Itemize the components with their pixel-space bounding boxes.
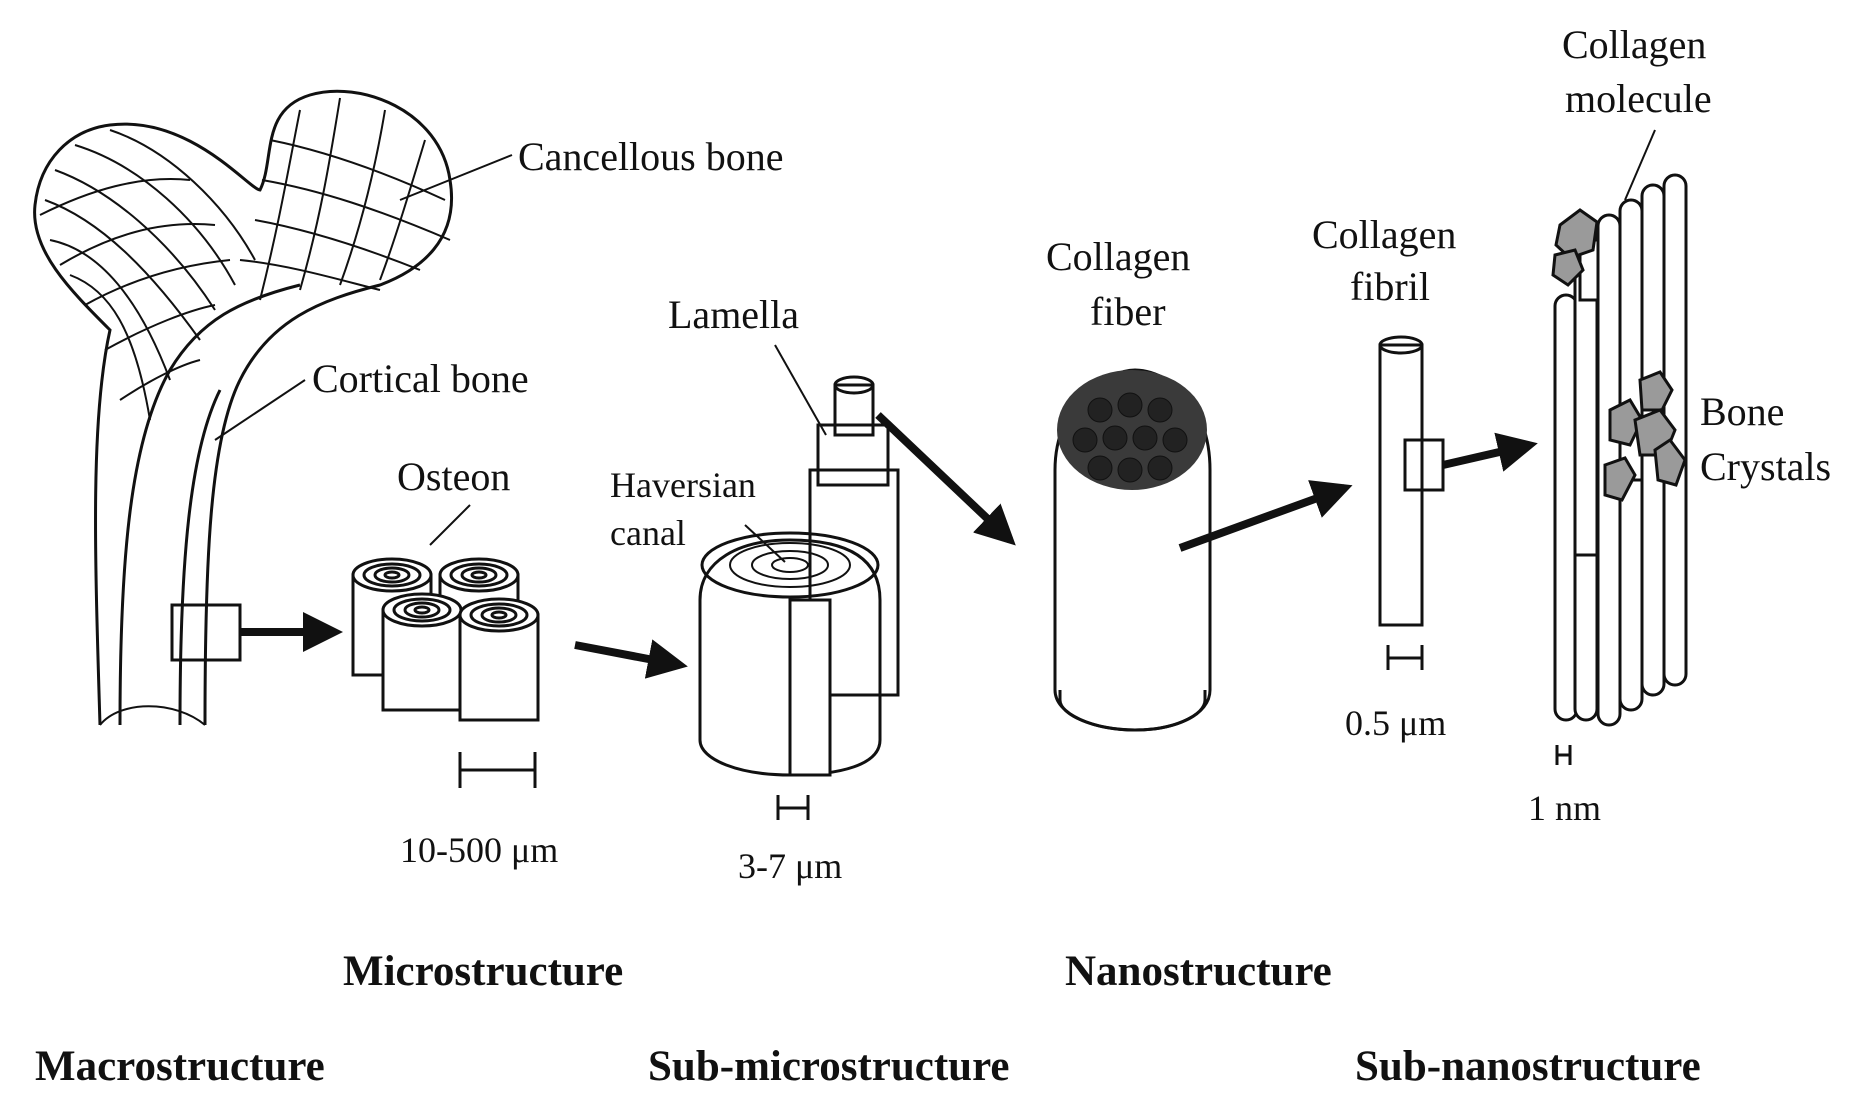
level-sub-nanostructure: Sub-nanostructure (1355, 1043, 1701, 1090)
scale-bar-fibril (1386, 645, 1424, 670)
scale-bar-molecule (1555, 745, 1572, 765)
label-collagen-fiber-2: fiber (1090, 289, 1166, 334)
scale-label-molecule: 1 nm (1528, 788, 1601, 828)
label-cancellous-bone: Cancellous bone (518, 134, 784, 179)
level-sub-microstructure: Sub-microstructure (648, 1043, 1010, 1090)
arrow-osteon-to-lamella (574, 639, 688, 679)
level-nanostructure: Nanostructure (1065, 948, 1332, 995)
scale-label-lamella: 3-7 μm (738, 846, 842, 886)
label-bone-crystals-1: Bone (1700, 389, 1784, 434)
scale-bar-lamella (776, 795, 810, 820)
label-lamella: Lamella (668, 292, 799, 337)
label-collagen-fibril-1: Collagen (1312, 212, 1456, 257)
bone-crystals (1551, 208, 1687, 502)
leader-cortical (214, 379, 306, 441)
arrow-lamella-to-fiber (875, 412, 1016, 546)
leader-lamella (774, 344, 827, 436)
label-osteon: Osteon (397, 454, 510, 499)
leader-molecule (1624, 129, 1656, 201)
label-haversian-canal-2: canal (610, 513, 686, 553)
label-haversian-canal-1: Haversian (610, 465, 756, 505)
femur-illustration (33, 89, 453, 726)
label-collagen-fibril-2: fibril (1350, 264, 1430, 309)
collagen-fibril-illustration (1378, 335, 1538, 627)
leader-osteon (429, 504, 471, 546)
label-collagen-molecule-1: Collagen (1562, 22, 1706, 67)
label-collagen-molecule-2: molecule (1565, 76, 1712, 121)
label-cortical-bone: Cortical bone (312, 356, 529, 401)
level-microstructure: Microstructure (343, 948, 623, 995)
arrow-fiber-to-fibril (1178, 480, 1353, 552)
label-bone-crystals-2: Crystals (1700, 444, 1831, 489)
cancellous-lattice (39, 97, 451, 421)
osteon-illustration (351, 557, 688, 722)
leader-haversian (744, 524, 786, 563)
level-macrostructure: Macrostructure (35, 1043, 325, 1090)
collagen-fiber-illustration (1053, 368, 1353, 732)
scale-bar-osteon (458, 752, 537, 788)
scale-label-fibril: 0.5 μm (1345, 703, 1446, 743)
scale-label-osteon: 10-500 μm (400, 830, 558, 870)
label-collagen-fiber-1: Collagen (1046, 234, 1190, 279)
arrow-fibril-to-molecule (1442, 432, 1538, 472)
lamella-illustration (698, 375, 1016, 777)
leader-cancellous (399, 154, 513, 201)
